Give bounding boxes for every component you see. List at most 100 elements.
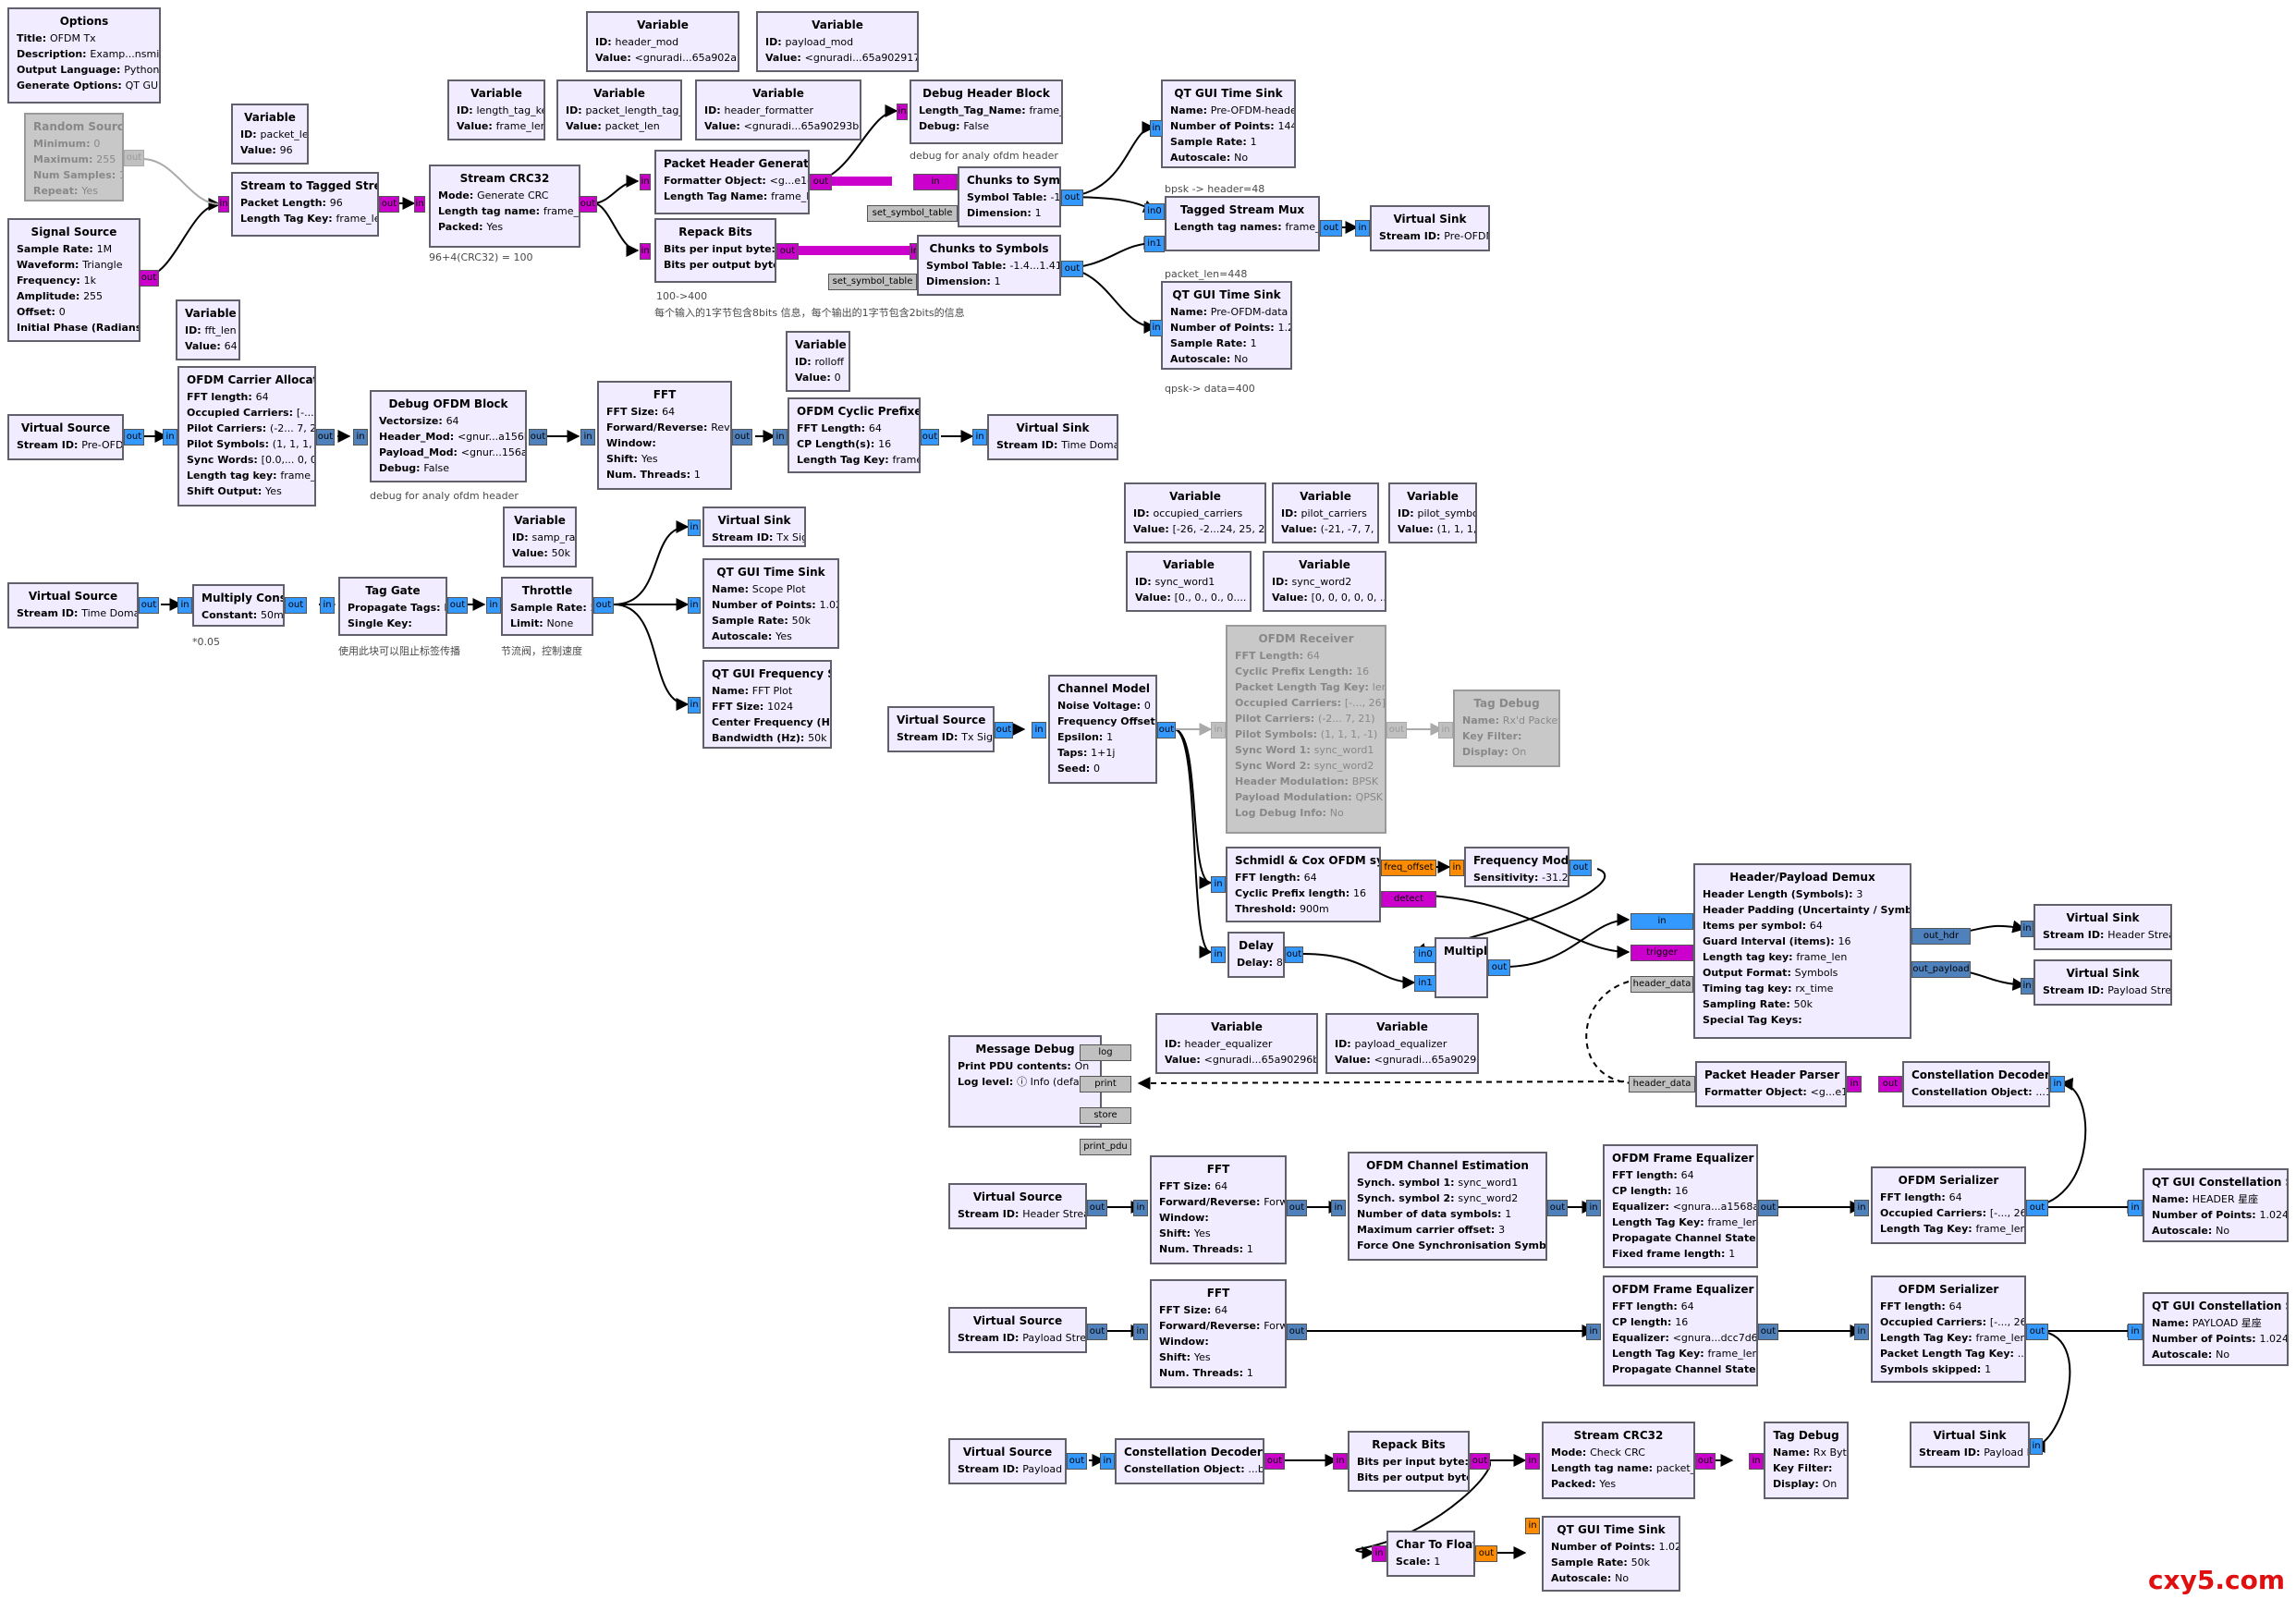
port-rbr-in[interactable]: in [1333,1453,1348,1470]
port-dhb-in[interactable]: in [897,104,908,120]
port-qtd-in[interactable]: in [1150,320,1163,336]
port-php-hdrdata[interactable]: header_data [1629,1076,1695,1092]
port-mc-out[interactable]: out [285,597,307,614]
port-tsm-in1[interactable]: in1 [1144,236,1165,252]
port-ffp-in[interactable]: in [1133,1324,1148,1340]
port-ss-out[interactable]: out [139,270,159,287]
port-c1-out[interactable]: out [1061,189,1083,206]
port-cm-in[interactable]: in [1032,722,1046,738]
port-phg-in[interactable]: in [640,174,651,190]
port-cdh-in[interactable]: in [2050,1076,2065,1092]
port-md-print[interactable]: print [1080,1076,1131,1092]
port-md-printpdu[interactable]: print_pdu [1080,1139,1131,1155]
port-vsrc-td-out[interactable]: out [139,597,159,614]
port-tsm-out[interactable]: out [1320,220,1342,237]
port-mc-in[interactable]: in [177,597,192,614]
port-vsk-ps-in[interactable]: in [2021,978,2033,995]
port-sts-in[interactable]: in [218,196,229,213]
block-schmidl-cox[interactable]: Schmidl & Cox OFDM synch.FFT length: 64C… [1226,847,1381,922]
port-ce-out[interactable]: out [1547,1200,1568,1216]
port-rbr-out[interactable]: out [1470,1453,1490,1470]
port-mu-out[interactable]: out [1488,959,1510,976]
port-vsrc-ps-out[interactable]: out [1087,1324,1107,1340]
port-ffh-in[interactable]: in [1133,1200,1148,1216]
port-crr-in[interactable]: in [1525,1453,1540,1470]
port-md-log[interactable]: log [1080,1044,1131,1061]
port-hpd-hdrdata[interactable]: header_data [1630,976,1693,993]
port-ca-out[interactable]: out [316,429,335,446]
port-cdp-out[interactable]: out [1264,1453,1285,1470]
port-td-in[interactable]: in [1438,722,1453,738]
port-dl-in[interactable]: in [1211,946,1226,963]
port-or-in[interactable]: in [1211,722,1226,738]
port-dob-out[interactable]: out [529,429,547,446]
port-phg-out[interactable]: out [810,174,832,190]
port-vsrc-tx-out[interactable]: out [995,722,1013,738]
port-hpd-outhdr[interactable]: out_hdr [1911,928,1971,945]
port-qtr-in[interactable]: in [1525,1518,1540,1534]
port-rb-out[interactable]: out [776,243,799,260]
port-cdh-out[interactable]: out [1878,1076,1902,1092]
port-cdp-in[interactable]: in [1100,1453,1115,1470]
port-tg-out[interactable]: out [447,597,468,614]
port-c1-in[interactable]: in [913,174,958,190]
port-fep-out[interactable]: out [1758,1324,1778,1340]
port-qcp-in[interactable]: in [2128,1324,2143,1340]
port-sts-out[interactable]: out [379,196,399,213]
port-vsk-pre-in[interactable]: in [1355,220,1370,237]
port-vsrc-hs-out[interactable]: out [1087,1200,1107,1216]
port-hpd-in[interactable]: in [1630,913,1693,930]
port-or-out[interactable]: out [1386,722,1407,738]
port-vsk-hs-in[interactable]: in [2021,921,2033,937]
port-ce-in[interactable]: in [1331,1200,1346,1216]
port-tg-in[interactable]: in [320,597,335,614]
port-mu-in1[interactable]: in1 [1414,975,1436,992]
port-dl-out[interactable]: out [1285,946,1303,963]
port-qth-in[interactable]: in [1150,120,1163,137]
port-ffp-out[interactable]: out [1287,1324,1307,1340]
port-sc-detect[interactable]: detect [1381,891,1436,908]
